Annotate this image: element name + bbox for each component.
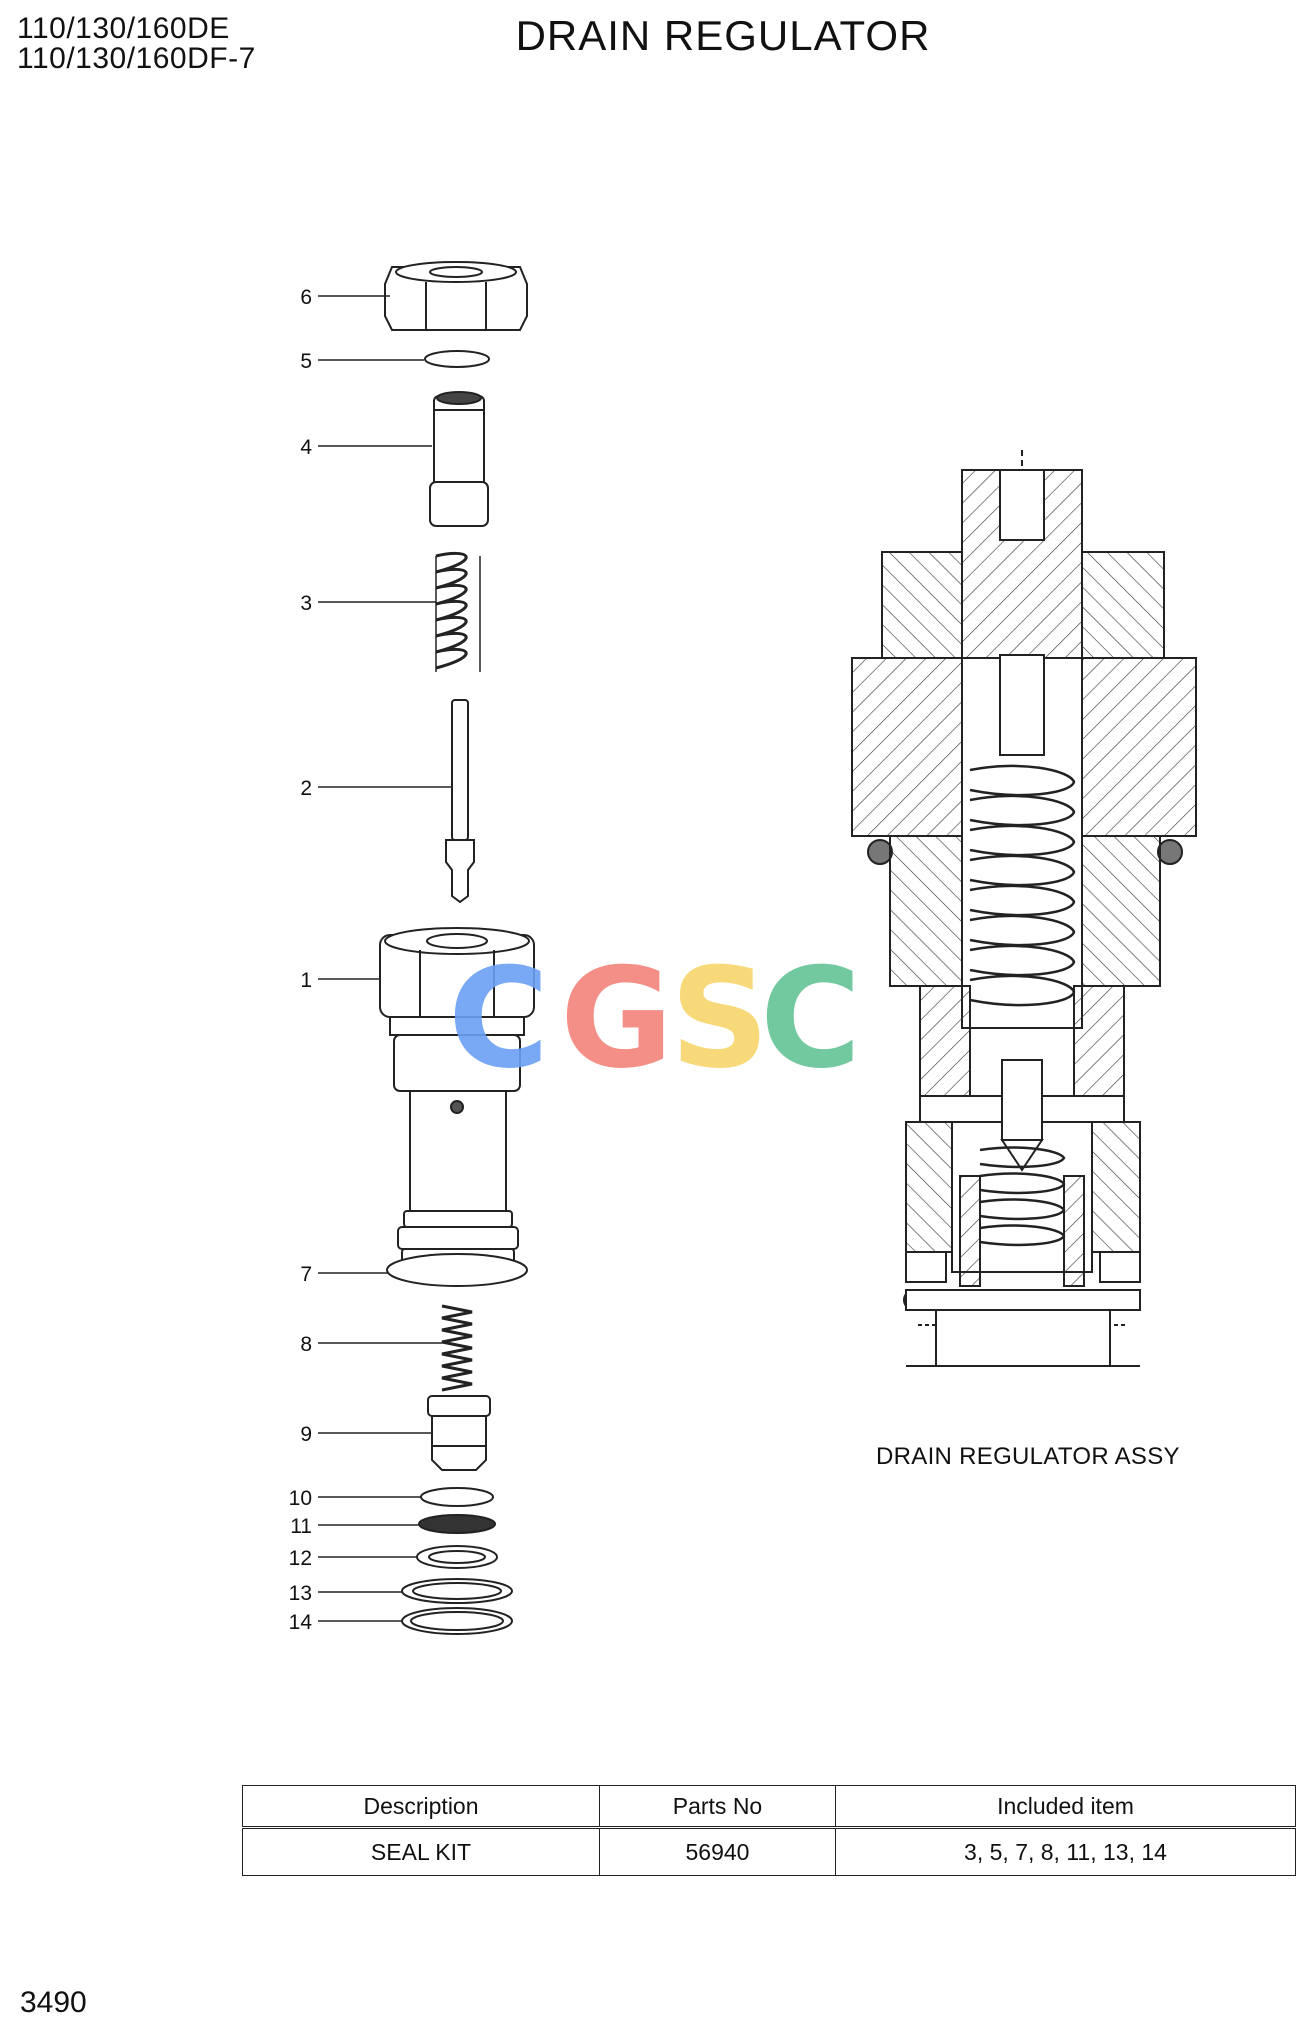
table-header-row: Description Parts No Included item	[242, 1785, 1296, 1828]
page-number: 3490	[20, 1986, 87, 2019]
callout-13: 13	[289, 1582, 312, 1605]
part-10-ring	[420, 1487, 494, 1507]
callout-14: 14	[289, 1611, 313, 1634]
model-line-2: 110/130/160DF-7	[17, 42, 256, 75]
callout-11: 11	[290, 1515, 312, 1538]
part-8-spring	[441, 1304, 473, 1392]
watermark-letter-3: S	[670, 938, 769, 1099]
part-3-spring	[435, 551, 481, 672]
callout-5: 5	[300, 350, 312, 373]
header-parts-no: Parts No	[599, 1785, 836, 1828]
part-11-backup-ring	[418, 1514, 496, 1534]
callout-2: 2	[300, 777, 312, 800]
callout-1: 1	[300, 969, 312, 992]
assembly-label: DRAIN REGULATOR ASSY	[876, 1443, 1180, 1470]
table-row: SEAL KIT 56940 3, 5, 7, 8, 11, 13, 14	[242, 1827, 1296, 1876]
callout-7: 7	[300, 1263, 312, 1286]
part-6-hex-nut	[384, 261, 528, 331]
part-4-plug	[429, 391, 489, 527]
callout-numbers: 6 5 4 3 2 1 7 8 9 10 11 12 13 14	[289, 286, 313, 1634]
assembly-section-view	[851, 450, 1197, 1367]
exploded-parts	[379, 261, 535, 1635]
cgsc-watermark: C G S C	[448, 938, 861, 1099]
cell-included-item: 3, 5, 7, 8, 11, 13, 14	[835, 1827, 1296, 1876]
callout-10: 10	[289, 1487, 312, 1510]
callout-12: 12	[289, 1547, 312, 1570]
callout-6: 6	[300, 286, 312, 309]
page-title: DRAIN REGULATOR	[515, 12, 931, 59]
watermark-letter-1: C	[448, 938, 549, 1099]
callout-9: 9	[300, 1423, 312, 1446]
part-7-seal	[386, 1253, 528, 1287]
seal-kit-table: Description Parts No Included item SEAL …	[242, 1785, 1296, 1876]
callout-4: 4	[300, 436, 312, 459]
cell-description: SEAL KIT	[242, 1827, 600, 1876]
model-line-1: 110/130/160DE	[17, 12, 230, 45]
callout-8: 8	[300, 1333, 312, 1356]
header-included-item: Included item	[835, 1785, 1296, 1828]
part-2-pin	[445, 699, 475, 904]
watermark-letter-4: C	[760, 938, 861, 1099]
callout-3: 3	[300, 592, 312, 615]
cell-parts-no: 56940	[599, 1827, 836, 1876]
part-5-o-ring	[424, 350, 490, 368]
leader-lines	[318, 295, 452, 1622]
watermark-letter-2: G	[560, 938, 673, 1099]
part-9-poppet	[427, 1395, 491, 1471]
header-description: Description	[242, 1785, 600, 1828]
